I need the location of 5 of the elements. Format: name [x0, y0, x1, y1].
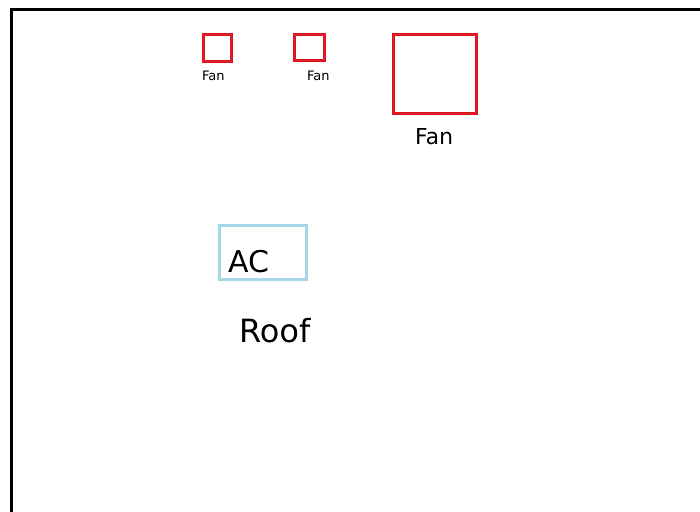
fan-label: Fan	[202, 70, 224, 83]
fan-label: Fan	[415, 127, 454, 149]
ac-label: AC	[228, 248, 269, 278]
roof-label: Roof	[239, 315, 310, 347]
fan-label: Fan	[307, 70, 330, 83]
